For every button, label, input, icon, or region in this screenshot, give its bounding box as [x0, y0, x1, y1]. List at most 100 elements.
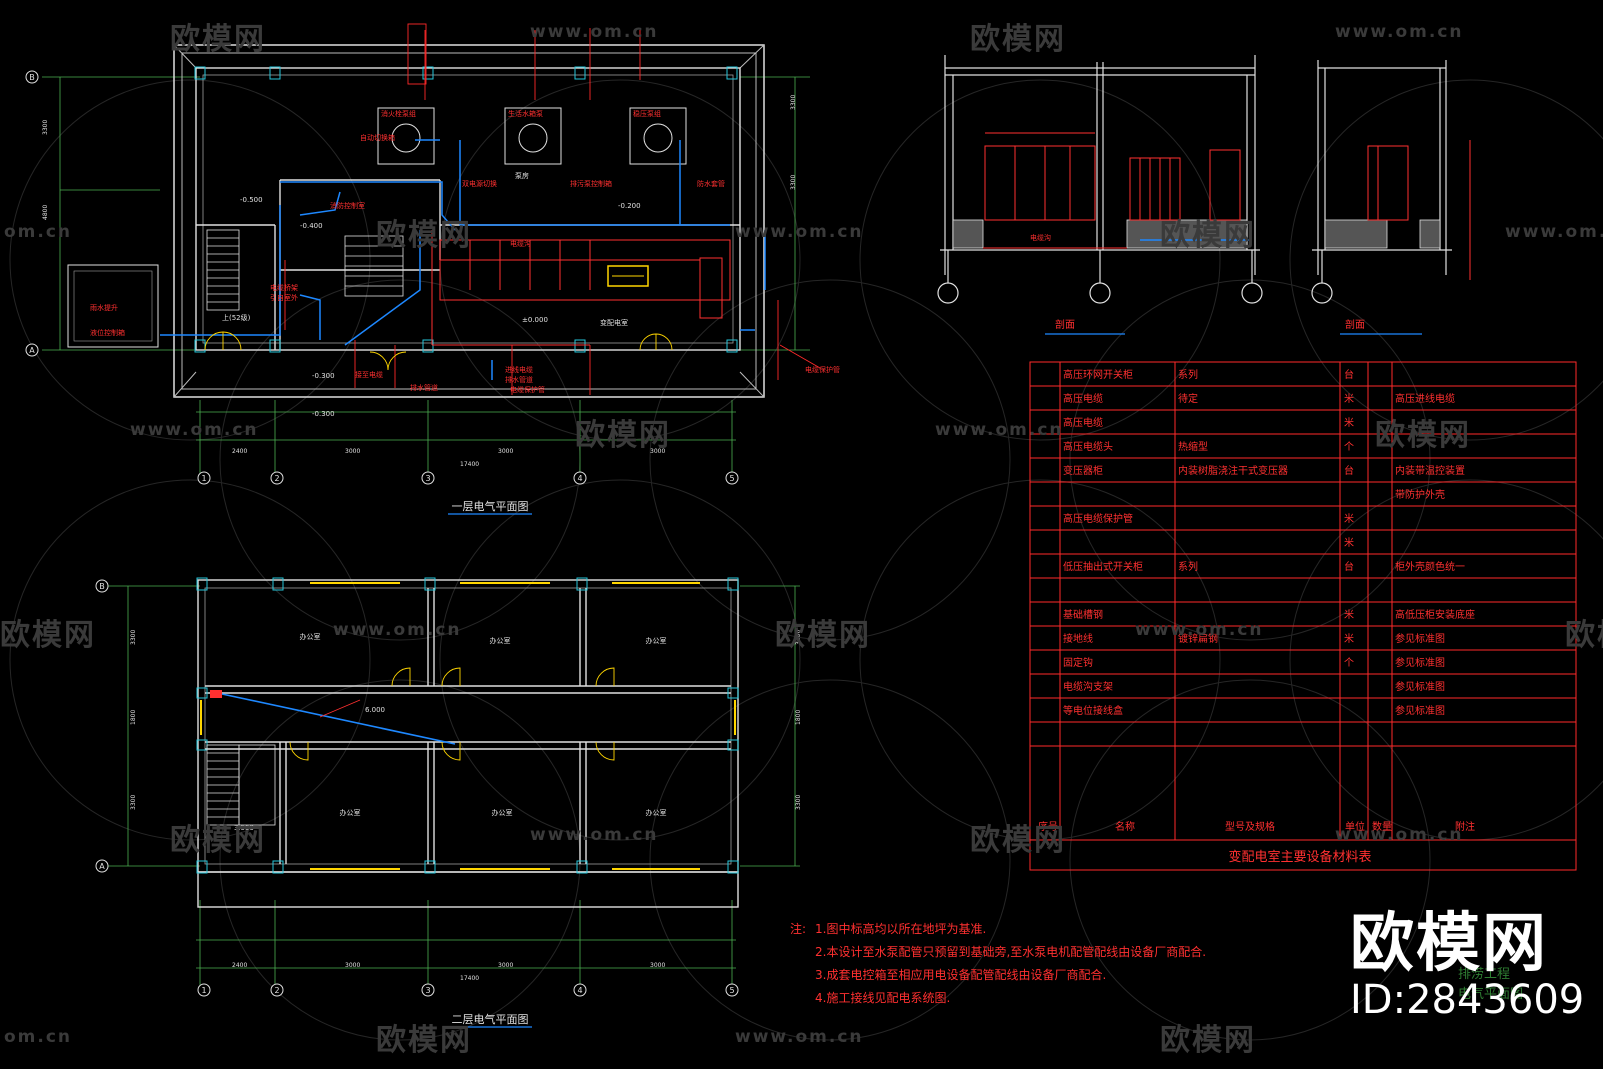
brand-block: 欧模网 ID:2843609	[1350, 910, 1584, 1022]
f1-axis-col-4: 4	[577, 474, 582, 483]
f1-callout-3: 双电源切换	[462, 179, 497, 188]
table-cell-name: 固定钩	[1063, 656, 1093, 669]
f1-elev-6: -0.400	[300, 222, 323, 230]
table-cell-unit: 台	[1344, 464, 1354, 477]
table-cell-unit: 个	[1344, 441, 1354, 453]
f1-elev-4: -0.200	[618, 202, 641, 210]
note-3: 3.成套电控箱至相应用电设备配管配线由设备厂商配合.	[815, 967, 1106, 982]
table-title: 变配电室主要设备材料表	[1228, 849, 1371, 865]
section-right-title: 剖面	[1345, 318, 1365, 331]
f2-side-dim-4: 3300	[795, 630, 802, 645]
f2-side-dim-5: 1800	[795, 710, 802, 725]
table-header-no: 序号	[1038, 820, 1058, 833]
notes-label: 注:	[790, 921, 806, 936]
table-cell-unit: 米	[1344, 608, 1354, 621]
f2-room-4: 办公室	[340, 808, 361, 817]
f1-callout-8: 引自室外	[270, 293, 298, 302]
f1-callout-6: 消防控制室	[330, 201, 365, 210]
f1-leftbox-2: 液位控制箱	[90, 328, 125, 337]
table-header-unit: 单位	[1345, 820, 1365, 833]
f1-leftbox-1: 雨水提升	[90, 303, 118, 312]
note-4: 4.施工接线见配电系统图.	[815, 990, 950, 1005]
f1-axis-col-1: 1	[201, 474, 206, 483]
f2-axis-row-a: A	[99, 862, 105, 871]
floor1-red-leaders	[284, 23, 821, 395]
floor1-switchgear	[431, 230, 731, 346]
table-cell-model: 镀锌扁钢	[1178, 632, 1218, 645]
f1-side-dim-3: 3300	[790, 95, 797, 110]
table-header-qty: 数量	[1372, 820, 1392, 833]
floor2-conduit	[221, 693, 456, 745]
table-header-model: 型号及规格	[1225, 820, 1275, 833]
table-cell-name: 基础槽钢	[1063, 608, 1103, 621]
f1-dim-4: 3000	[650, 448, 665, 455]
f1-side-dim-2: 4800	[42, 205, 49, 220]
table-header-note: 附注	[1455, 820, 1475, 833]
note-2: 2.本设计至水泵配管只预留到基础旁,至水泵电机配管配线由设备厂商配合.	[815, 944, 1206, 959]
table-cell-name: 高压环网开关柜	[1063, 368, 1133, 381]
table-cell-name: 变压器柜	[1063, 464, 1103, 477]
f1-callout-2: 自动切换箱	[360, 133, 395, 142]
floor1-outline	[173, 44, 765, 398]
floor2-title: 二层电气平面图	[452, 1012, 529, 1026]
equipment-table	[1029, 361, 1577, 871]
table-cell-name: 高压电缆	[1063, 392, 1103, 405]
f2-room-1: 办公室	[300, 632, 321, 641]
f1-equip-2: 生活水箱泵	[508, 109, 543, 118]
floor1-stairs	[206, 229, 404, 311]
f1-dim-2: 3000	[345, 448, 360, 455]
section-left-title: 剖面	[1055, 318, 1075, 331]
f1-room-substation: 变配电室	[600, 318, 628, 327]
table-cell-model: 内装树脂浇注干式变压器	[1178, 464, 1288, 477]
f2-axis-col-5: 5	[729, 986, 734, 995]
note-1: 1.图中标高均以所在地坪为基准.	[815, 921, 986, 936]
f1-elev-5: -0.500	[240, 196, 263, 204]
f1-dim-3: 3000	[498, 448, 513, 455]
table-cell-name: 高压电缆头	[1063, 440, 1113, 453]
transformer	[607, 265, 649, 287]
f1-callout-11: 排水管道	[505, 375, 533, 384]
f1-callout-10: 进线电缆	[505, 365, 533, 374]
floor1-axis-bubbles	[25, 70, 739, 485]
f1-room-pump: 泵房	[515, 171, 529, 180]
f2-dim-total: 17400	[460, 975, 479, 982]
f2-axis-col-2: 2	[274, 986, 279, 995]
f1-room-stair: 上(52级)	[222, 313, 251, 322]
floor2-plan	[95, 577, 800, 997]
table-cell-unit: 米	[1344, 536, 1354, 549]
f1-axis-col-2: 2	[274, 474, 279, 483]
table-cell-name: 电缆沟支架	[1063, 680, 1113, 693]
table-header-name: 名称	[1115, 820, 1135, 833]
f1-callout-9: 接至电缆	[355, 370, 383, 379]
f2-side-dim-1: 3300	[130, 630, 137, 645]
table-cell-note: 参见标准图	[1395, 704, 1445, 717]
f2-dim-4: 3000	[650, 962, 665, 969]
table-cell-model: 系列	[1178, 560, 1198, 573]
floor1-title: 一层电气平面图	[452, 499, 529, 513]
table-cell-name: 高压电缆保护管	[1063, 512, 1133, 525]
table-cell-name: 等电位接线盒	[1063, 704, 1123, 717]
table-cell-model: 热缩型	[1178, 440, 1208, 453]
floor1-doors	[204, 331, 673, 371]
table-cell-unit: 台	[1344, 560, 1354, 573]
f1-axis-row-b: B	[29, 73, 35, 82]
f2-stair-elev: 3.550	[234, 824, 254, 832]
table-cell-unit: 个	[1344, 657, 1354, 669]
f1-callout-1: 电缆沟	[510, 239, 531, 248]
f2-elevation: 6.000	[365, 706, 385, 714]
f1-elev-2: -0.300	[312, 410, 335, 418]
f1-equip-3: 稳压泵组	[633, 109, 661, 118]
f1-equip-1: 消火栓泵组	[381, 109, 416, 118]
f1-dim-total: 17400	[460, 461, 479, 468]
table-cell-name: 高压电缆	[1063, 416, 1103, 429]
table-cell-name: 低压抽出式开关柜	[1063, 560, 1143, 573]
f1-axis-col-3: 3	[425, 474, 430, 483]
table-cell-note: 参见标准图	[1395, 632, 1445, 645]
table-cell-note: 参见标准图	[1395, 656, 1445, 669]
floor1-pumps	[377, 107, 687, 165]
table-cell-note: 内装带温控装置	[1395, 464, 1465, 477]
f2-axis-col-1: 1	[201, 986, 206, 995]
f1-side-dim-4: 3300	[790, 175, 797, 190]
table-cell-unit: 米	[1344, 512, 1354, 525]
